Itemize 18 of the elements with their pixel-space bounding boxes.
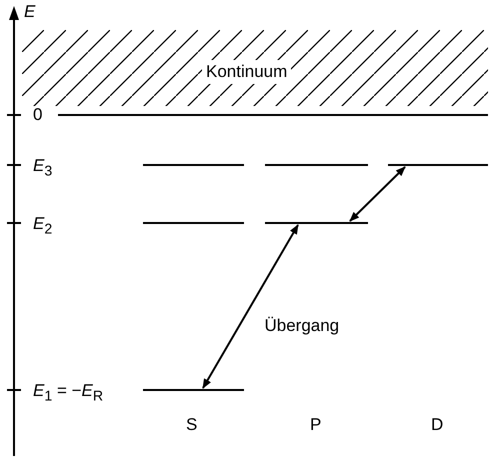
energy-level-line xyxy=(143,164,244,166)
tick-label: E$_{3}$ xyxy=(33,156,52,182)
column-label: P xyxy=(310,415,322,435)
column-label: D xyxy=(431,415,444,435)
tick-label: 0 xyxy=(33,105,42,125)
edge-label: Übergang xyxy=(264,316,340,336)
energy-level-line xyxy=(265,164,368,166)
band-label: Kontinuum xyxy=(202,60,292,84)
double-arrow xyxy=(349,166,406,222)
energy-level-line xyxy=(143,389,244,391)
energy-level-line xyxy=(388,164,488,166)
tick-label: E$_{1}$ = −E$_{R}$ xyxy=(33,381,104,406)
axis-label: E xyxy=(24,2,36,22)
energy-level-line xyxy=(143,222,244,224)
column-label: S xyxy=(186,415,198,435)
tick-label: E$_{2}$ xyxy=(33,214,52,240)
energy-level-line xyxy=(265,222,368,224)
double-arrow xyxy=(202,224,299,389)
